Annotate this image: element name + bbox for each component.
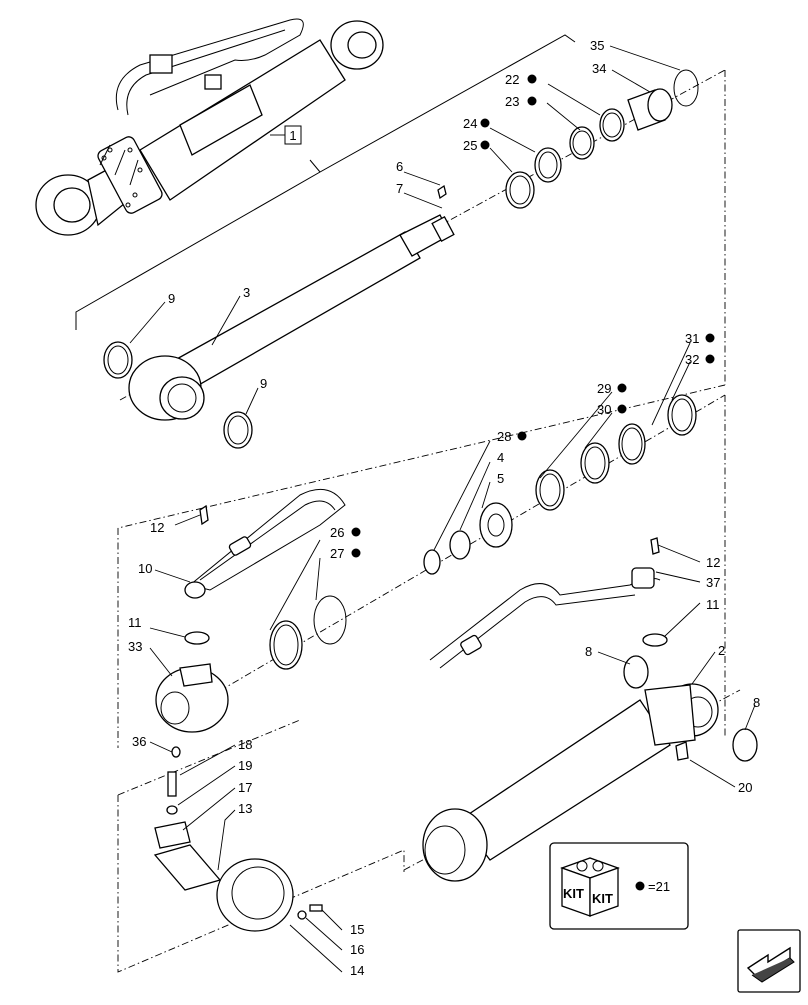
callout-7: 7: [396, 181, 403, 196]
callout-6: 6: [396, 159, 403, 174]
callout-14: 14: [350, 963, 364, 978]
callout-28: 28: [497, 429, 511, 444]
callout-10: 10: [138, 561, 152, 576]
seal-9-upper: [103, 341, 133, 379]
kit-dot-32: [705, 354, 715, 364]
kit-box-label-right: KIT: [592, 891, 613, 906]
tube-37: [429, 537, 661, 669]
kit-box-label-left: KIT: [563, 886, 584, 901]
leader-lines: [129, 45, 756, 973]
callout-31: 31: [685, 331, 699, 346]
callout-12-left: 12: [150, 520, 164, 535]
callout-32: 32: [685, 352, 699, 367]
seal-9-lower: [223, 411, 253, 449]
callout-11-right: 11: [706, 597, 720, 612]
callout-9-lower: 9: [260, 376, 267, 391]
cylinder-head: [155, 663, 229, 733]
cylinder-assembly-overview: [35, 18, 384, 236]
callout-29: 29: [597, 381, 611, 396]
kit-dot-23: [527, 96, 537, 106]
kit-legend: KIT KIT =21: [549, 842, 689, 930]
callout-15: 15: [350, 922, 364, 937]
kit-dot-27: [351, 548, 361, 558]
callout-34: 34: [592, 61, 606, 76]
callout-30: 30: [597, 402, 611, 417]
kit-equals-text: =21: [648, 879, 670, 894]
callout-12-right: 12: [706, 555, 720, 570]
kit-dot-31: [705, 333, 715, 343]
tube-10: [184, 488, 346, 599]
piston-seals: [269, 394, 697, 670]
callout-labels: 35 34 22 23 24 25 6 7 9 3 9 31 32 29 30 …: [128, 38, 760, 978]
seal-8-right: [732, 728, 758, 762]
callout-27: 27: [330, 546, 344, 561]
callout-3: 3: [243, 285, 250, 300]
callout-19: 19: [238, 758, 252, 773]
rod-seals: [505, 69, 699, 209]
oring-11-right: [642, 633, 668, 647]
callout-1: 1: [289, 128, 296, 143]
dash-bracket-box: [117, 795, 405, 973]
kit-dot-30: [617, 404, 627, 414]
kit-dot-22: [527, 74, 537, 84]
callout-26: 26: [330, 525, 344, 540]
callout-5: 5: [497, 471, 504, 486]
callout-24: 24: [463, 116, 477, 131]
kit-dot-28: [517, 431, 527, 441]
oring-11-left: [184, 631, 210, 645]
callout-8-right: 8: [753, 695, 760, 710]
kit-marker-dots: [351, 74, 715, 558]
kit-dot-24: [480, 118, 490, 128]
dash-bracket-top: [117, 719, 301, 796]
callout-33: 33: [128, 639, 142, 654]
barrel-2: [422, 683, 719, 882]
piston-rod: [128, 184, 455, 421]
callout-35: 35: [590, 38, 604, 53]
callout-16: 16: [350, 942, 364, 957]
callout-36: 36: [132, 734, 146, 749]
kit-dot-29: [617, 383, 627, 393]
callout-9-upper: 9: [168, 291, 175, 306]
seal-8-left: [623, 655, 649, 689]
callout-23: 23: [505, 94, 519, 109]
kit-dot-25: [480, 140, 490, 150]
screw-36: [171, 746, 181, 758]
callout-22: 22: [505, 72, 519, 87]
callout-37: 37: [706, 575, 720, 590]
callout-13: 13: [238, 801, 252, 816]
callout-25: 25: [463, 138, 477, 153]
callout-4: 4: [497, 450, 504, 465]
callout-18: 18: [238, 737, 252, 752]
callout-17: 17: [238, 780, 252, 795]
kit-legend-dot: [635, 881, 645, 891]
callout-11-left: 11: [128, 615, 142, 630]
bracket-line: [75, 34, 576, 330]
callout-20: 20: [738, 780, 752, 795]
callout-2: 2: [718, 643, 725, 658]
centerline-piston: [169, 394, 726, 721]
kit-dot-26: [351, 527, 361, 537]
arrow-left-down-icon[interactable]: [737, 929, 801, 993]
bracket-group: [153, 771, 323, 932]
callout-8-left: 8: [585, 644, 592, 659]
